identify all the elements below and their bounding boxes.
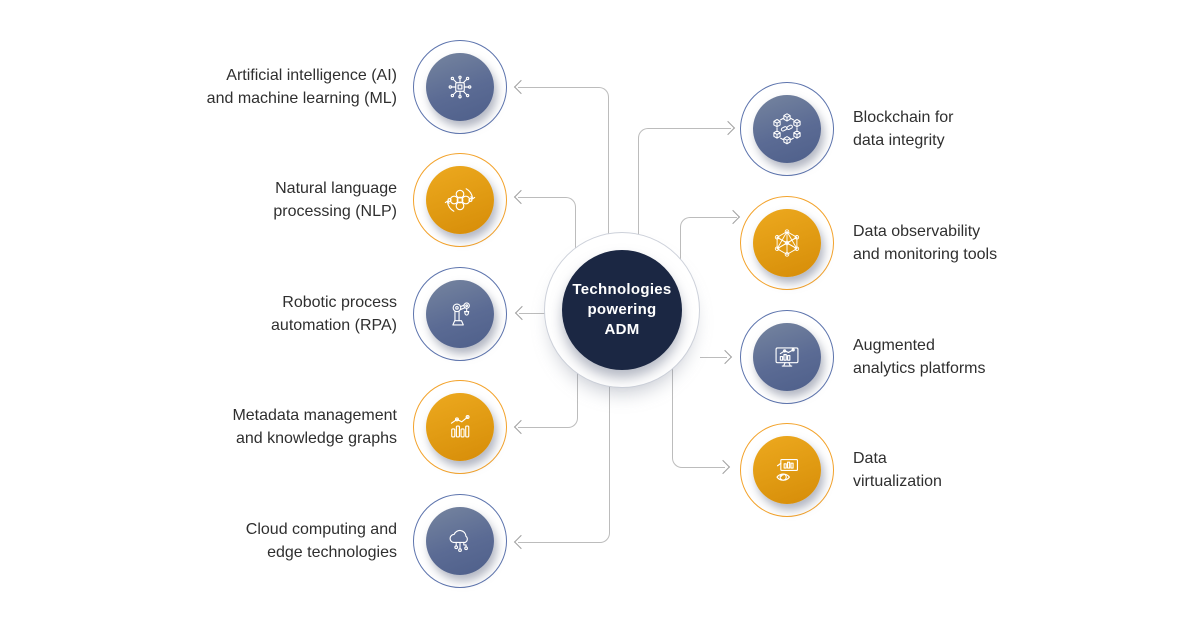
node-disc: [426, 393, 494, 461]
node-disc: [753, 436, 821, 504]
node-disc: [753, 209, 821, 277]
connector-metadata: [518, 350, 578, 428]
node-disc: [753, 95, 821, 163]
label-line: Augmented: [853, 337, 935, 354]
connector-ai-ml: [518, 87, 609, 238]
center-disc: Technologies powering ADM: [562, 250, 682, 370]
label-line: data integrity: [853, 132, 945, 149]
label-line: analytics platforms: [853, 360, 986, 377]
label-metadata: Metadata management and knowledge graphs: [87, 404, 397, 450]
node-ring: [413, 153, 507, 247]
node-ring: [740, 82, 834, 176]
label-line: edge technologies: [267, 544, 397, 561]
node-ai-ml: [413, 40, 507, 134]
label-line: processing (NLP): [273, 203, 397, 220]
node-virtualization: [740, 423, 834, 517]
center-title-line: Technologies: [572, 281, 672, 298]
label-line: virtualization: [853, 473, 942, 490]
label-line: Natural language: [275, 180, 397, 197]
label-line: Metadata management: [232, 407, 397, 424]
eye-dashboard-icon: [776, 458, 799, 481]
label-line: and machine learning (ML): [206, 90, 397, 107]
node-cloud: [413, 494, 507, 588]
label-line: Robotic process: [282, 294, 397, 311]
robot-arm-icon: [452, 302, 470, 326]
node-disc: [426, 507, 494, 575]
node-blockchain: [740, 82, 834, 176]
node-nlp: [413, 153, 507, 247]
label-ai-ml: Artificial intelligence (AI) and machine…: [87, 64, 397, 110]
node-augmented: [740, 310, 834, 404]
connector-rpa: [519, 313, 546, 314]
connector-cloud: [518, 350, 610, 543]
label-rpa: Robotic process automation (RPA): [87, 291, 397, 337]
label-line: automation (RPA): [271, 317, 397, 334]
network-graph-icon: [774, 229, 800, 257]
label-augmented: Augmented analytics platforms: [853, 334, 1163, 380]
node-disc: [426, 166, 494, 234]
label-line: Data: [853, 450, 887, 467]
label-line: Data observability: [853, 223, 981, 240]
label-observability: Data observability and monitoring tools: [853, 220, 1163, 266]
label-nlp: Natural language processing (NLP): [87, 177, 397, 223]
node-ring: [413, 267, 507, 361]
node-ring: [740, 423, 834, 517]
node-observability: [740, 196, 834, 290]
node-ring: [413, 494, 507, 588]
connector-observability: [680, 217, 737, 266]
center-title-line: powering: [587, 301, 657, 318]
connector-virtualization: [672, 360, 725, 468]
node-ring: [740, 196, 834, 290]
node-rpa: [413, 267, 507, 361]
center-node: Technologies powering ADM: [544, 232, 700, 388]
node-ring: [413, 40, 507, 134]
label-line: Artificial intelligence (AI): [226, 67, 397, 84]
connector-blockchain: [638, 128, 731, 239]
monitor-analytics-icon: [775, 347, 799, 367]
ai-circuit-icon: [448, 75, 472, 99]
connector-augmented: [700, 357, 727, 358]
label-cloud: Cloud computing and edge technologies: [87, 518, 397, 564]
center-title: Technologies powering ADM: [572, 280, 671, 340]
node-disc: [753, 323, 821, 391]
chart-graph-icon: [450, 415, 470, 438]
label-line: Blockchain for: [853, 109, 954, 126]
connector-nlp: [518, 197, 576, 258]
node-metadata: [413, 380, 507, 474]
node-disc: [426, 53, 494, 121]
cloud-circuit-icon: [449, 529, 468, 553]
center-title-line: ADM: [604, 321, 640, 338]
label-line: and knowledge graphs: [235, 430, 397, 447]
label-blockchain: Blockchain for data integrity: [853, 106, 1163, 152]
node-ring: [740, 310, 834, 404]
blockchain-icon: [773, 113, 801, 145]
node-ring: [413, 380, 507, 474]
label-line: Cloud computing and: [245, 521, 397, 538]
arrowhead-left-icon: [514, 305, 530, 321]
label-line: and monitoring tools: [853, 246, 998, 263]
label-virtualization: Data virtualization: [853, 447, 1163, 493]
nlp-process-icon: [444, 188, 476, 212]
node-disc: [426, 280, 494, 348]
